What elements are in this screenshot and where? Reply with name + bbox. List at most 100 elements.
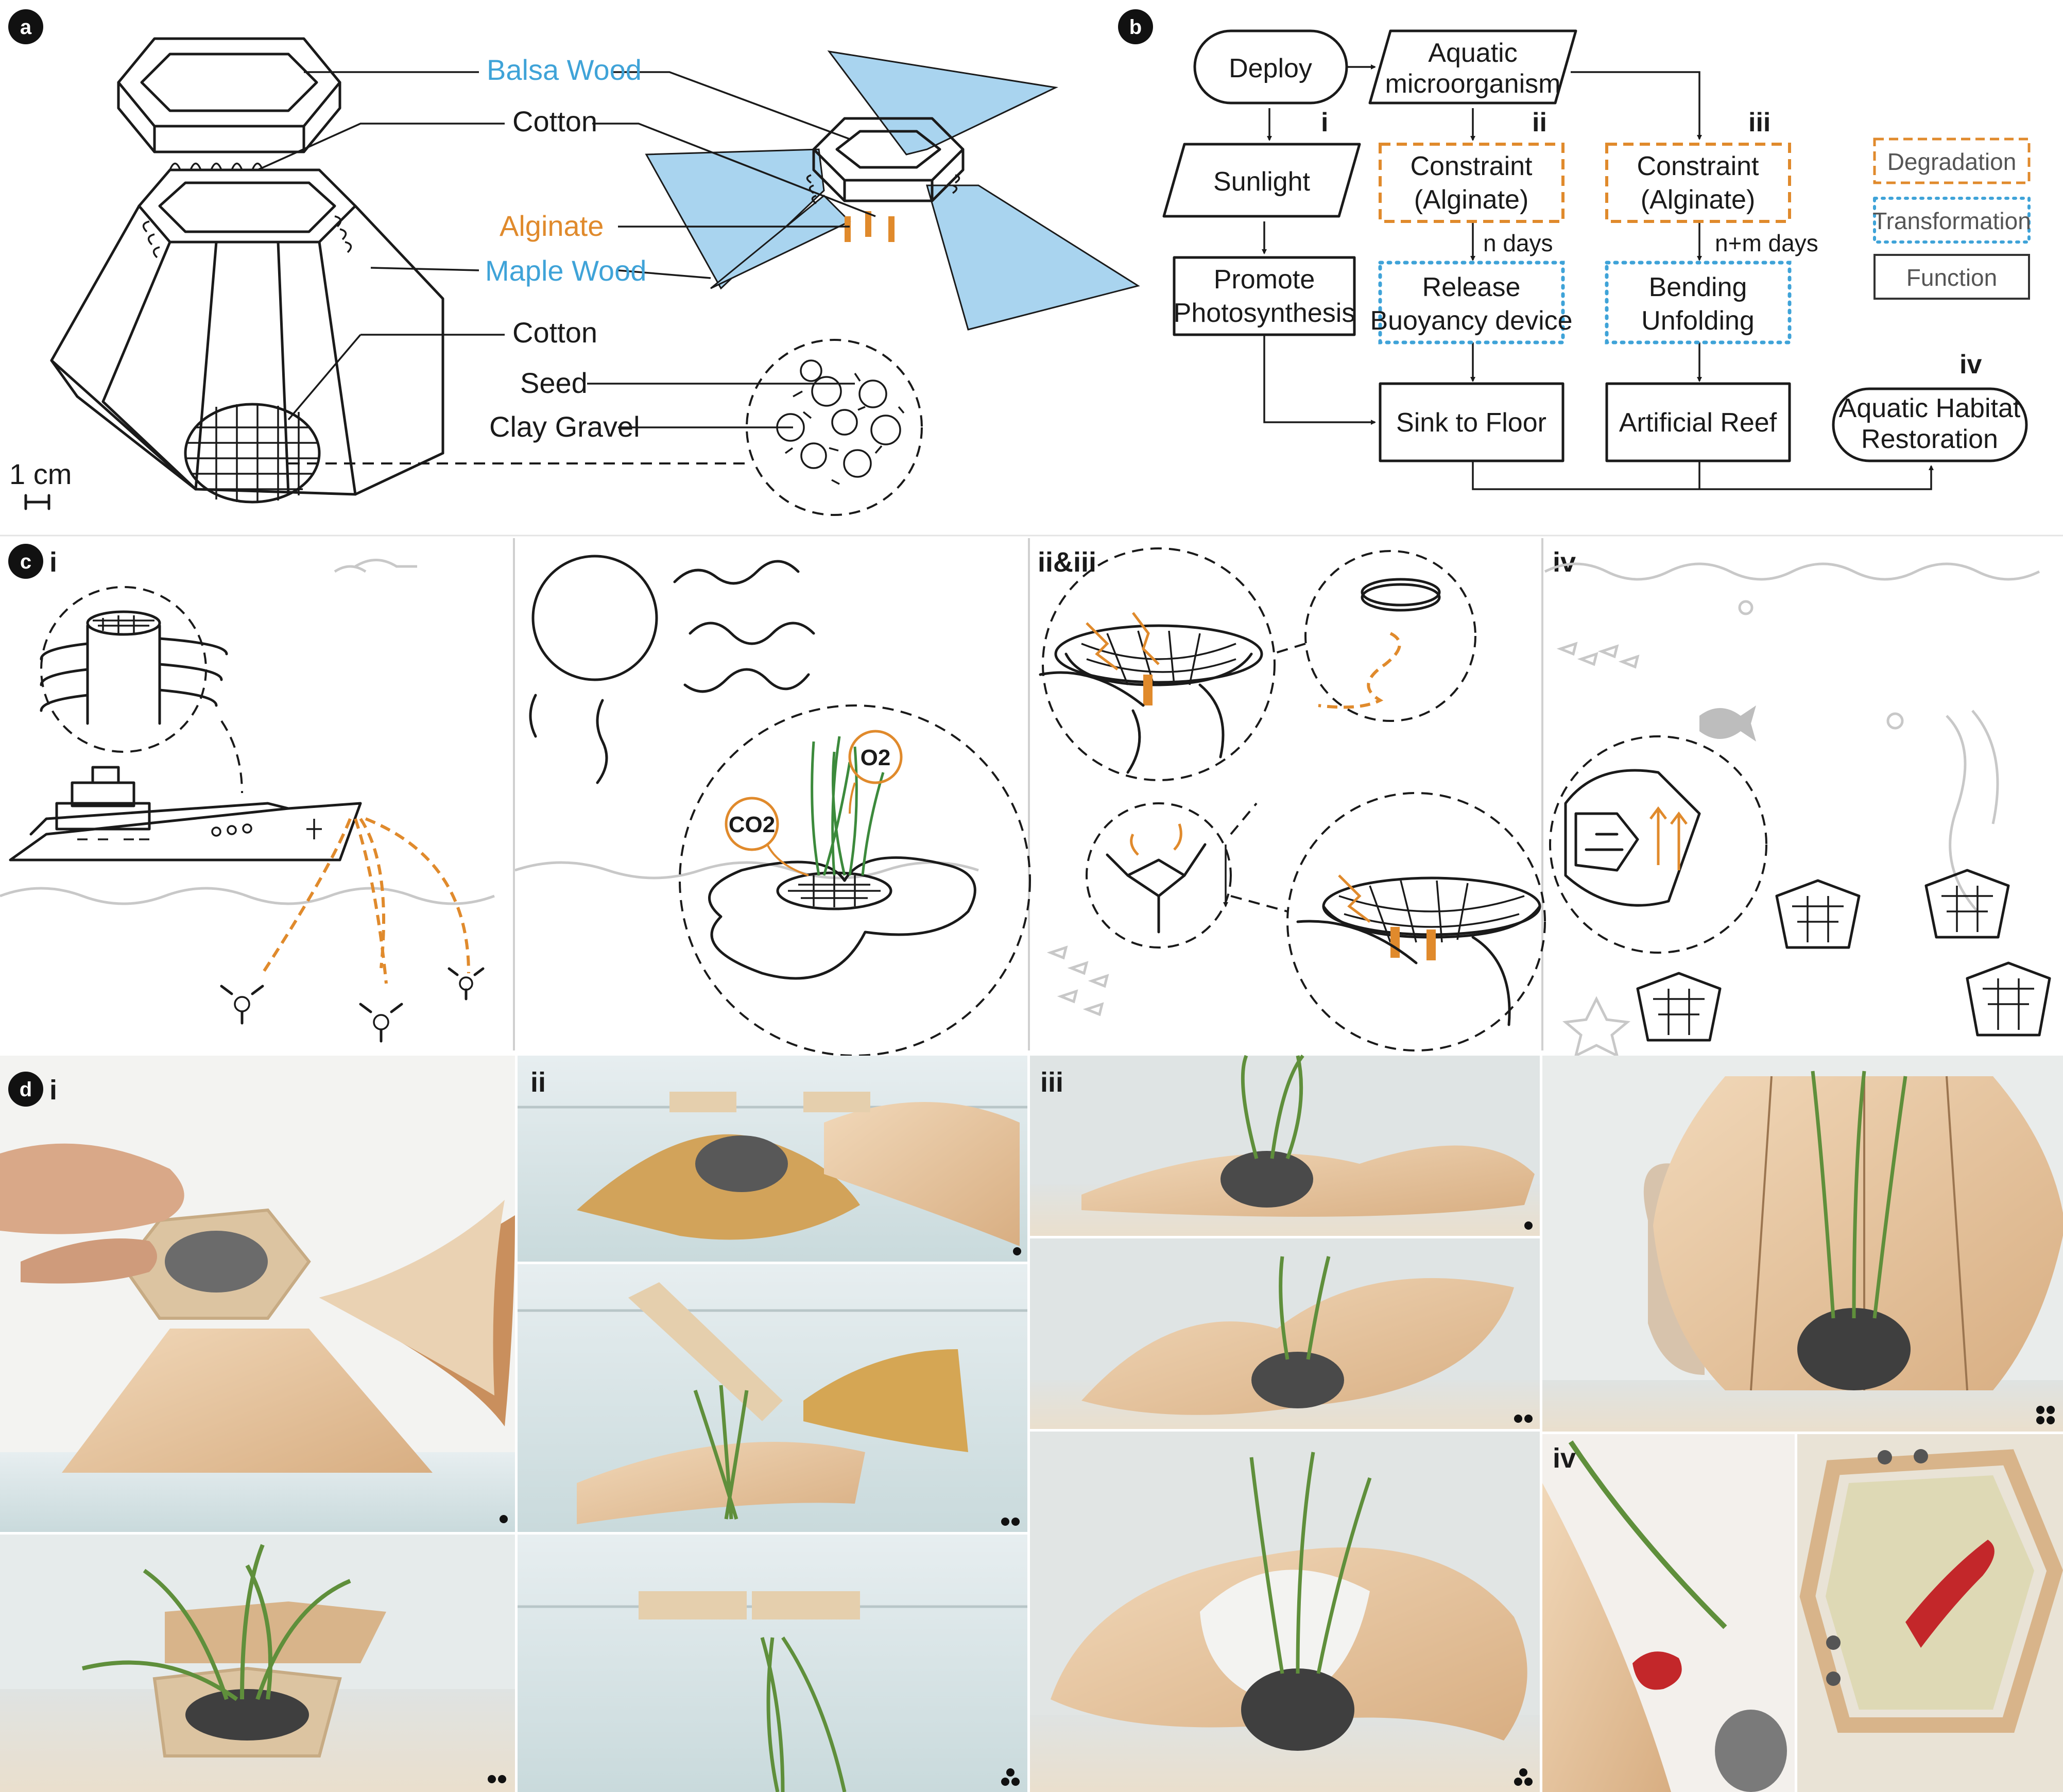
node-sink-to-floor — [1379, 382, 1565, 462]
marker-iii: iii — [1748, 108, 1770, 137]
node-sunlight-label: Sunlight — [1213, 167, 1310, 197]
edge-label-n-days: n days — [1483, 230, 1553, 256]
photo-d-iv-2 — [1797, 1434, 2063, 1792]
node-habitat-line1: Aquatic Habitat — [1839, 393, 2021, 423]
photo-d-i-2 — [0, 1535, 515, 1792]
photo-d-ii-3 — [518, 1535, 1027, 1792]
assembled-device — [645, 50, 1140, 331]
photo-d-iii-3 — [1030, 1432, 1540, 1792]
maple-wood-lantern — [50, 162, 444, 504]
photo-d-iii-2 — [1030, 1238, 1540, 1429]
legend-function-box — [1873, 254, 2030, 300]
c-iv-scene — [1544, 562, 2051, 1058]
device-icon — [448, 967, 485, 1001]
panel-d-sub-iv: iv — [1553, 1443, 1576, 1474]
label-cotton-bottom: Cotton — [512, 316, 597, 349]
balsa-wood-ring — [117, 37, 341, 153]
legend-function-label: Function — [1906, 264, 1997, 291]
node-bending-unfolding — [1605, 261, 1792, 344]
legend-degradation-label: Degradation — [1887, 148, 2017, 175]
node-release-line1: Release — [1422, 272, 1521, 302]
photo-d-iii-4 — [1542, 1056, 2063, 1432]
stacked-devices-icon — [40, 610, 228, 725]
panel-a-leaders — [257, 71, 876, 464]
node-aquatic-line1: Aquatic — [1428, 38, 1517, 68]
node-constraint-iii-line2: (Alginate) — [1641, 185, 1756, 215]
node-habitat-line2: Restoration — [1861, 424, 1998, 454]
photo-d-i-1 — [0, 1056, 515, 1532]
photo-d-ii-2 — [518, 1264, 1027, 1532]
legend-transformation-box — [1873, 197, 2031, 244]
panel-c: c i ii&iii iv — [0, 535, 2063, 1058]
legend-degradation-box — [1873, 137, 2031, 184]
panel-d-badge: d — [8, 1072, 43, 1107]
node-release-line2: Buoyancy device — [1370, 306, 1572, 336]
node-deploy — [1193, 29, 1348, 105]
node-promote-line1: Promote — [1214, 265, 1315, 295]
reef-device-icon — [1924, 869, 2010, 939]
node-aquatic-microorganism — [1368, 29, 1577, 105]
label-cotton-top: Cotton — [512, 105, 597, 137]
label-maple-wood: Maple Wood — [485, 254, 646, 287]
node-bending-line1: Bending — [1649, 272, 1747, 302]
node-release-buoyancy — [1378, 261, 1565, 344]
floating-device-icon — [708, 736, 976, 980]
panel-a-badge: a — [8, 9, 43, 44]
o2-label: O2 — [861, 745, 891, 770]
panel-c-badge: c — [8, 544, 43, 579]
co2-badge — [725, 797, 779, 851]
label-alginate: Alginate — [500, 210, 604, 242]
panel-a: a — [8, 9, 1140, 516]
marker-i: i — [1321, 108, 1328, 137]
reef-device-icon — [1966, 961, 2051, 1037]
label-clay-gravel: Clay Gravel — [489, 410, 640, 443]
marker-iv: iv — [1959, 350, 1982, 380]
panel-c-sub-i: i — [49, 547, 57, 578]
node-constraint-iii — [1605, 143, 1791, 223]
scale-bar: 1 cm — [9, 458, 72, 510]
o2-badge — [848, 730, 903, 784]
device-icon — [359, 1003, 403, 1043]
seed-gravel-detail — [746, 339, 923, 516]
legend-transformation-label: Transformation — [1872, 208, 2031, 234]
reef-device-icon — [1636, 972, 1722, 1042]
panel-b-badge: b — [1118, 9, 1153, 44]
svg-text:1 cm: 1 cm — [9, 458, 72, 490]
boat-icon — [9, 766, 362, 861]
photo-d-iv-1 — [1542, 1434, 1795, 1792]
panel-c-sub-iv: iv — [1553, 547, 1576, 578]
node-deploy-label: Deploy — [1229, 54, 1312, 83]
legend: Degradation Transformation Function — [1872, 137, 2031, 300]
photo-dot-markers — [488, 1221, 2055, 1786]
photo-d-iii-1 — [1030, 1054, 1540, 1236]
device-small-icon — [1106, 823, 1228, 934]
label-seed: Seed — [520, 367, 588, 399]
cotton-mesh-pouch — [184, 403, 321, 504]
panel-d-sub-ii: ii — [530, 1067, 546, 1098]
co2-label: CO2 — [729, 812, 775, 837]
svg-text:b: b — [1129, 16, 1142, 39]
svg-text:a: a — [20, 16, 32, 39]
label-balsa-wood: Balsa Wood — [487, 54, 642, 86]
node-reef-label: Artificial Reef — [1619, 408, 1777, 438]
device-detail-2 — [1296, 874, 1541, 1026]
edge-label-nm-days: n+m days — [1715, 230, 1818, 256]
alginate-ring-icon — [1318, 578, 1441, 709]
panel-d-sub-iii: iii — [1040, 1067, 1063, 1098]
reef-device-icon — [1775, 879, 1861, 949]
svg-text:d: d — [20, 1078, 32, 1101]
panel-b: b Deploy Aquatic microorganism Sunlight — [1118, 9, 2031, 490]
photo-gutters — [0, 1056, 2063, 1792]
reef-device-large — [1564, 769, 1701, 907]
device-detail-1 — [1039, 612, 1263, 774]
node-sink-label: Sink to Floor — [1396, 408, 1546, 438]
marker-ii: ii — [1532, 108, 1547, 137]
c-ii-iii-scene — [1039, 547, 1546, 1052]
node-bending-line2: Unfolding — [1641, 306, 1755, 336]
node-habitat-restoration — [1832, 387, 2028, 462]
sun-icon — [531, 555, 658, 681]
panel-d-sub-i: i — [49, 1075, 57, 1106]
panel-d: d i ii iii iv — [0, 1054, 2063, 1792]
flow-arrows — [1262, 64, 1934, 490]
